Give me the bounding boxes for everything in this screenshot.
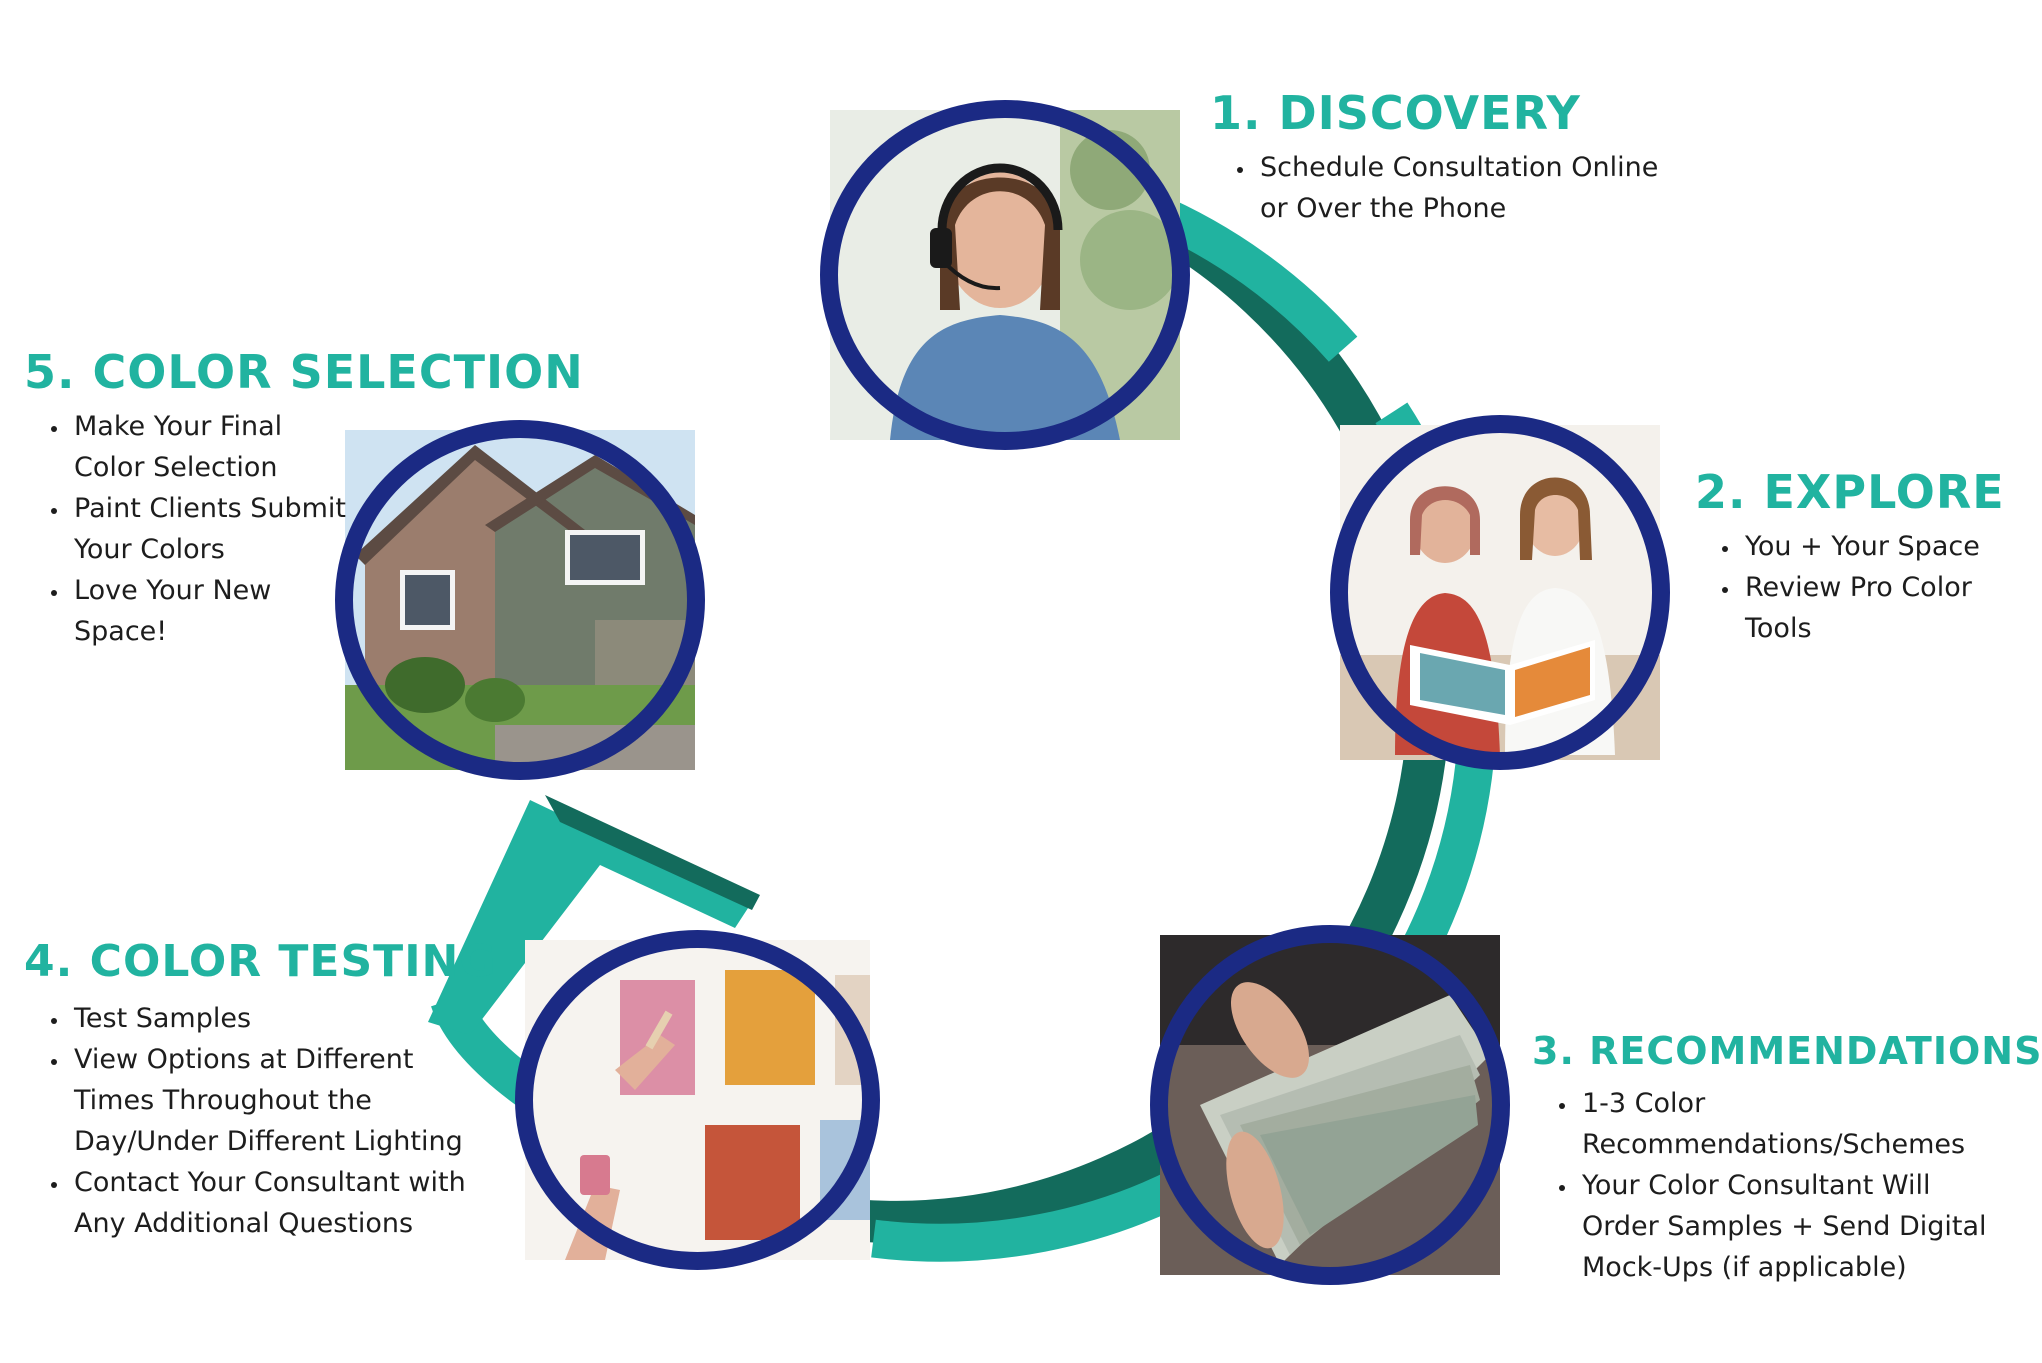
step-recommendations: 3. RECOMMENDATIONS 1-3 Color Recommendat… [1532, 1029, 2042, 1288]
arrow-head [428, 800, 750, 1035]
arrow-head-shadow [545, 795, 760, 910]
step-title: 4. COLOR TESTING [24, 936, 497, 987]
step-title: 1. DISCOVERY [1210, 86, 1581, 140]
step-bullet: View Options at Different Times Througho… [70, 1039, 490, 1162]
step-discovery: 1. DISCOVERY Schedule Consultation Onlin… [1210, 88, 1676, 229]
step-bullet: Your Color Consultant Will Order Samples… [1578, 1165, 2008, 1288]
step-title: 5. COLOR SELECTION [24, 345, 584, 399]
step-bullet: You + Your Space [1741, 526, 2001, 567]
photo-ring-recommendations [1150, 925, 1510, 1285]
step-color-testing: 4. COLOR TESTING Test Samples View Optio… [24, 936, 497, 1244]
step-bullet: 1-3 Color Recommendations/Schemes [1578, 1083, 2008, 1165]
step-bullet: Test Samples [70, 998, 490, 1039]
step-bullet: Schedule Consultation Online or Over the… [1256, 147, 1676, 229]
cycle-band [722, 192, 1497, 1262]
photo-ring-explore [1330, 415, 1670, 770]
step-bullet: Paint Clients Submit Your Colors [70, 488, 350, 570]
step-title: 3. RECOMMENDATIONS [1532, 1029, 2042, 1073]
step-bullet: Love Your New Space! [70, 570, 350, 652]
step-color-selection: 5. COLOR SELECTION Make Your Final Color… [24, 347, 584, 652]
step-bullet: Contact Your Consultant with Any Additio… [70, 1162, 490, 1244]
step-explore: 2. EXPLORE You + Your Space Review Pro C… [1695, 467, 2005, 649]
step-bullet: Make Your Final Color Selection [70, 406, 350, 488]
step-bullet: Review Pro Color Tools [1741, 567, 2001, 649]
cycle-band-shadow [692, 170, 1451, 1243]
photo-ring-color-testing [515, 930, 880, 1270]
photo-ring-discovery [820, 100, 1190, 450]
step-title: 2. EXPLORE [1695, 465, 2005, 519]
